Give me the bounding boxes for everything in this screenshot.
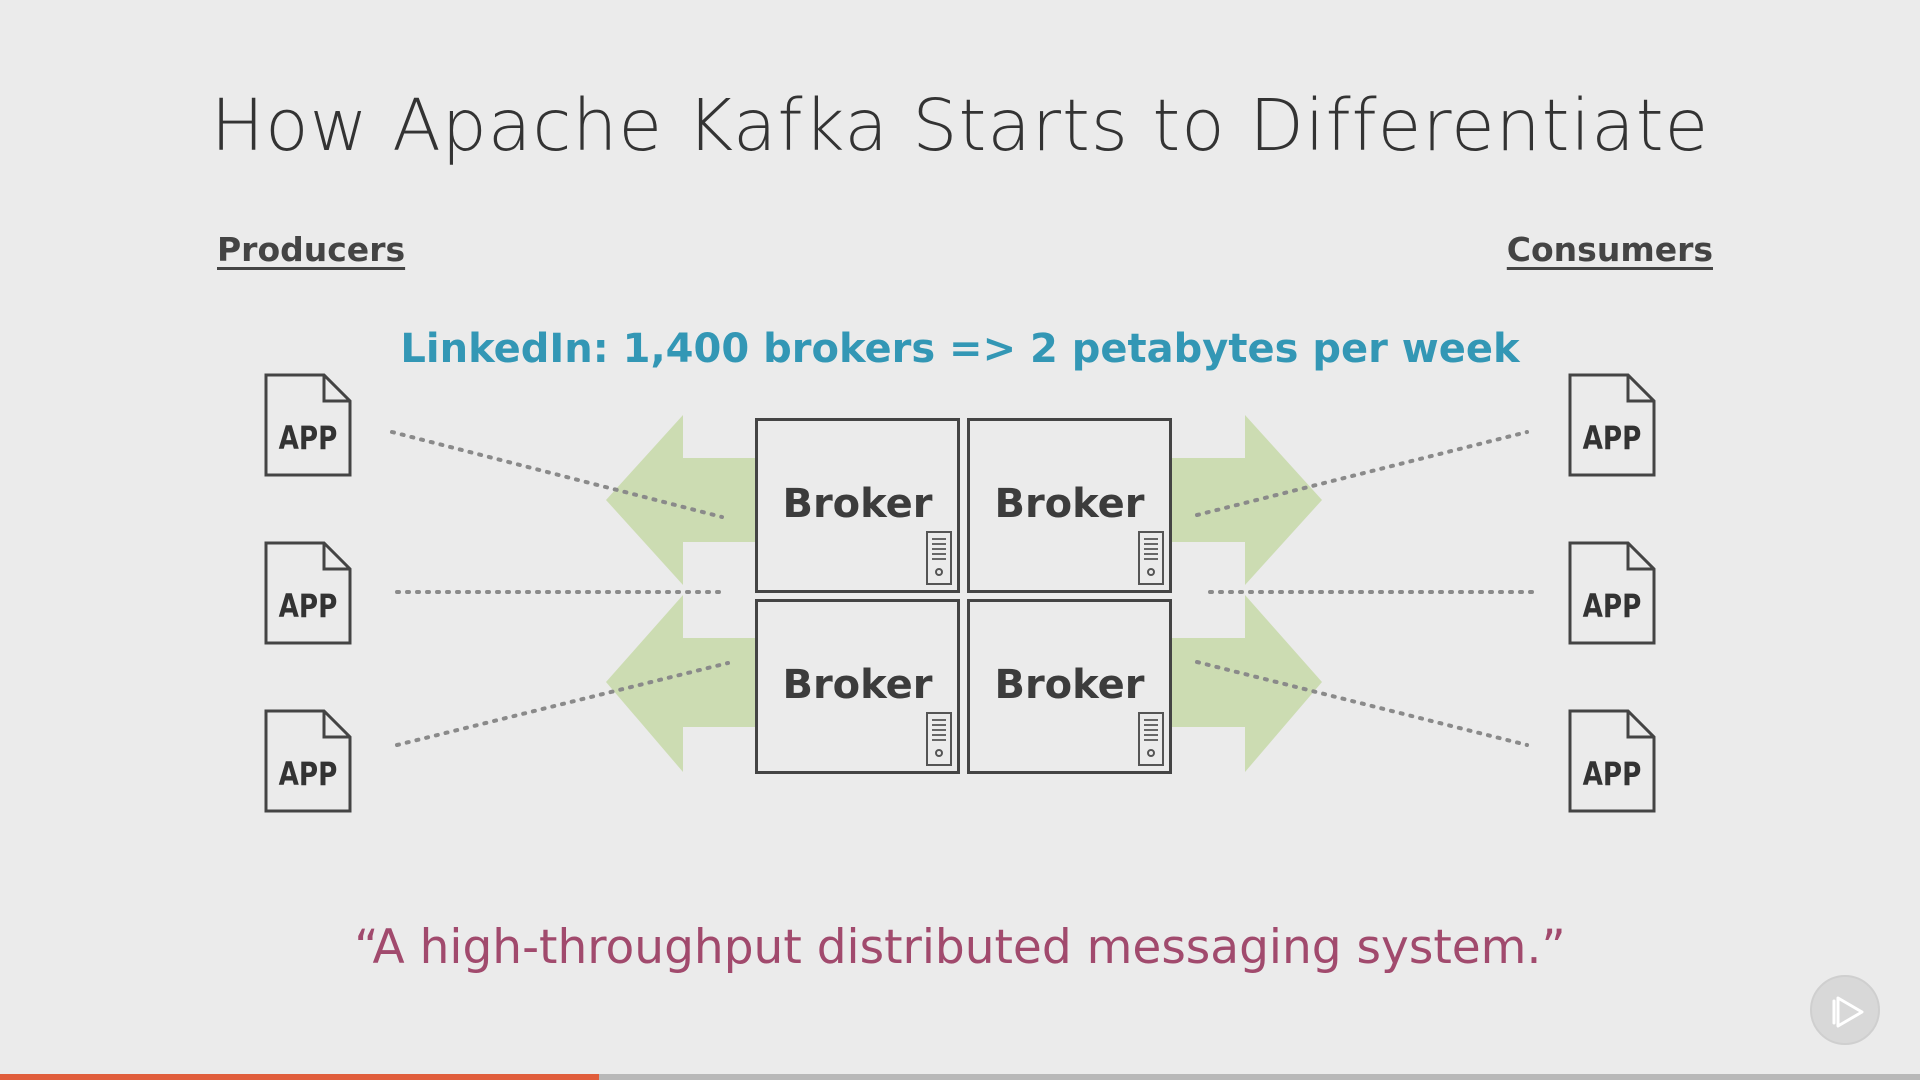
left-arrow-top	[606, 415, 755, 585]
broker-label: Broker	[994, 481, 1145, 527]
app-label: APP	[1582, 587, 1642, 625]
right-arrow-bottom	[1170, 595, 1322, 772]
broker-label: Broker	[994, 662, 1145, 708]
app-label: APP	[278, 419, 338, 457]
server-icon	[926, 531, 952, 585]
video-progress-bar[interactable]	[0, 1074, 1920, 1080]
producer-app-icon-1: APP	[264, 373, 352, 477]
app-label: APP	[1582, 755, 1642, 793]
consumer-app-icon-2: APP	[1568, 541, 1656, 645]
producer-connector-3	[395, 661, 730, 747]
app-label: APP	[278, 755, 338, 793]
consumers-heading: Consumers	[1506, 230, 1713, 269]
producers-heading: Producers	[217, 230, 406, 269]
consumer-app-icon-1: APP	[1568, 373, 1656, 477]
app-label: APP	[1582, 419, 1642, 457]
consumer-connector-1	[1195, 430, 1529, 517]
slide-title: How Apache Kafka Starts to Differentiate	[210, 84, 1710, 167]
play-icon	[1832, 996, 1864, 1028]
broker-box-1: Broker	[755, 418, 960, 593]
broker-label: Broker	[782, 662, 933, 708]
broker-box-2: Broker	[967, 418, 1172, 593]
right-arrow-top	[1170, 415, 1322, 585]
server-icon	[1138, 712, 1164, 766]
broker-box-4: Broker	[967, 599, 1172, 774]
producer-app-icon-3: APP	[264, 709, 352, 813]
consumer-connector-3	[1195, 660, 1529, 747]
slide-quote: “A high-throughput distributed messaging…	[354, 920, 1566, 975]
broker-label: Broker	[782, 481, 933, 527]
server-icon	[1138, 531, 1164, 585]
app-label: APP	[278, 587, 338, 625]
play-button[interactable]	[1810, 975, 1880, 1045]
video-progress-fill	[0, 1074, 600, 1080]
server-icon	[926, 712, 952, 766]
producer-connector-1	[390, 430, 724, 519]
producer-app-icon-2: APP	[264, 541, 352, 645]
left-arrow-bottom	[606, 595, 755, 772]
broker-box-3: Broker	[755, 599, 960, 774]
consumer-app-icon-3: APP	[1568, 709, 1656, 813]
linkedin-stat: LinkedIn: 1,400 brokers => 2 petabytes p…	[400, 326, 1520, 372]
